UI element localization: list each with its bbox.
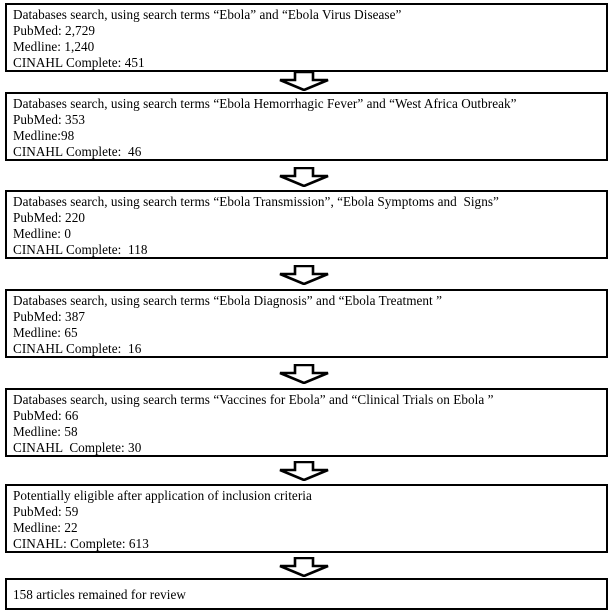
node-line: Databases search, using search terms “Eb… [13, 7, 402, 22]
flowchart-node-search-3: Databases search, using search terms “Eb… [5, 190, 608, 259]
node-line: CINAHL Complete: 16 [13, 341, 142, 356]
flowchart-node-search-5: Databases search, using search terms “Va… [5, 388, 608, 457]
node-line: CINAHL Complete: 46 [13, 144, 142, 159]
flowchart-node-search-1: Databases search, using search terms “Eb… [5, 3, 608, 72]
down-arrow-icon [278, 71, 330, 91]
node-line: Databases search, using search terms “Eb… [13, 293, 443, 308]
node-line: Databases search, using search terms “Eb… [13, 96, 517, 111]
down-arrow-icon [278, 265, 330, 285]
node-line: Medline:98 [13, 128, 75, 143]
flowchart-node-search-2: Databases search, using search terms “Eb… [5, 92, 608, 161]
node-line: Medline: 22 [13, 520, 78, 535]
down-arrow-icon [278, 167, 330, 187]
node-line: Medline: 0 [13, 226, 72, 241]
node-line: PubMed: 353 [13, 112, 85, 127]
node-line: CINAHL Complete: 30 [13, 440, 142, 455]
node-line: CINAHL: Complete: 613 [13, 536, 149, 551]
node-line: Databases search, using search terms “Eb… [13, 194, 499, 209]
node-line: CINAHL Complete: 451 [13, 55, 145, 70]
node-line: PubMed: 2,729 [13, 23, 95, 38]
node-line: Medline: 1,240 [13, 39, 95, 54]
node-line: PubMed: 220 [13, 210, 85, 225]
flowchart-node-eligible: Potentially eligible after application o… [5, 484, 608, 553]
node-line: Potentially eligible after application o… [13, 488, 312, 503]
node-line: Medline: 65 [13, 325, 78, 340]
node-line: CINAHL Complete: 118 [13, 242, 148, 257]
down-arrow-icon [278, 364, 330, 384]
node-line: 158 articles remained for review [13, 587, 186, 602]
node-line: Medline: 58 [13, 424, 78, 439]
node-line: PubMed: 387 [13, 309, 85, 324]
node-line: PubMed: 59 [13, 504, 79, 519]
node-line: Databases search, using search terms “Va… [13, 392, 494, 407]
down-arrow-icon [278, 557, 330, 577]
flowchart-node-final: 158 articles remained for review [5, 578, 608, 610]
down-arrow-icon [278, 461, 330, 481]
flowchart-node-search-4: Databases search, using search terms “Eb… [5, 289, 608, 358]
node-line: PubMed: 66 [13, 408, 79, 423]
